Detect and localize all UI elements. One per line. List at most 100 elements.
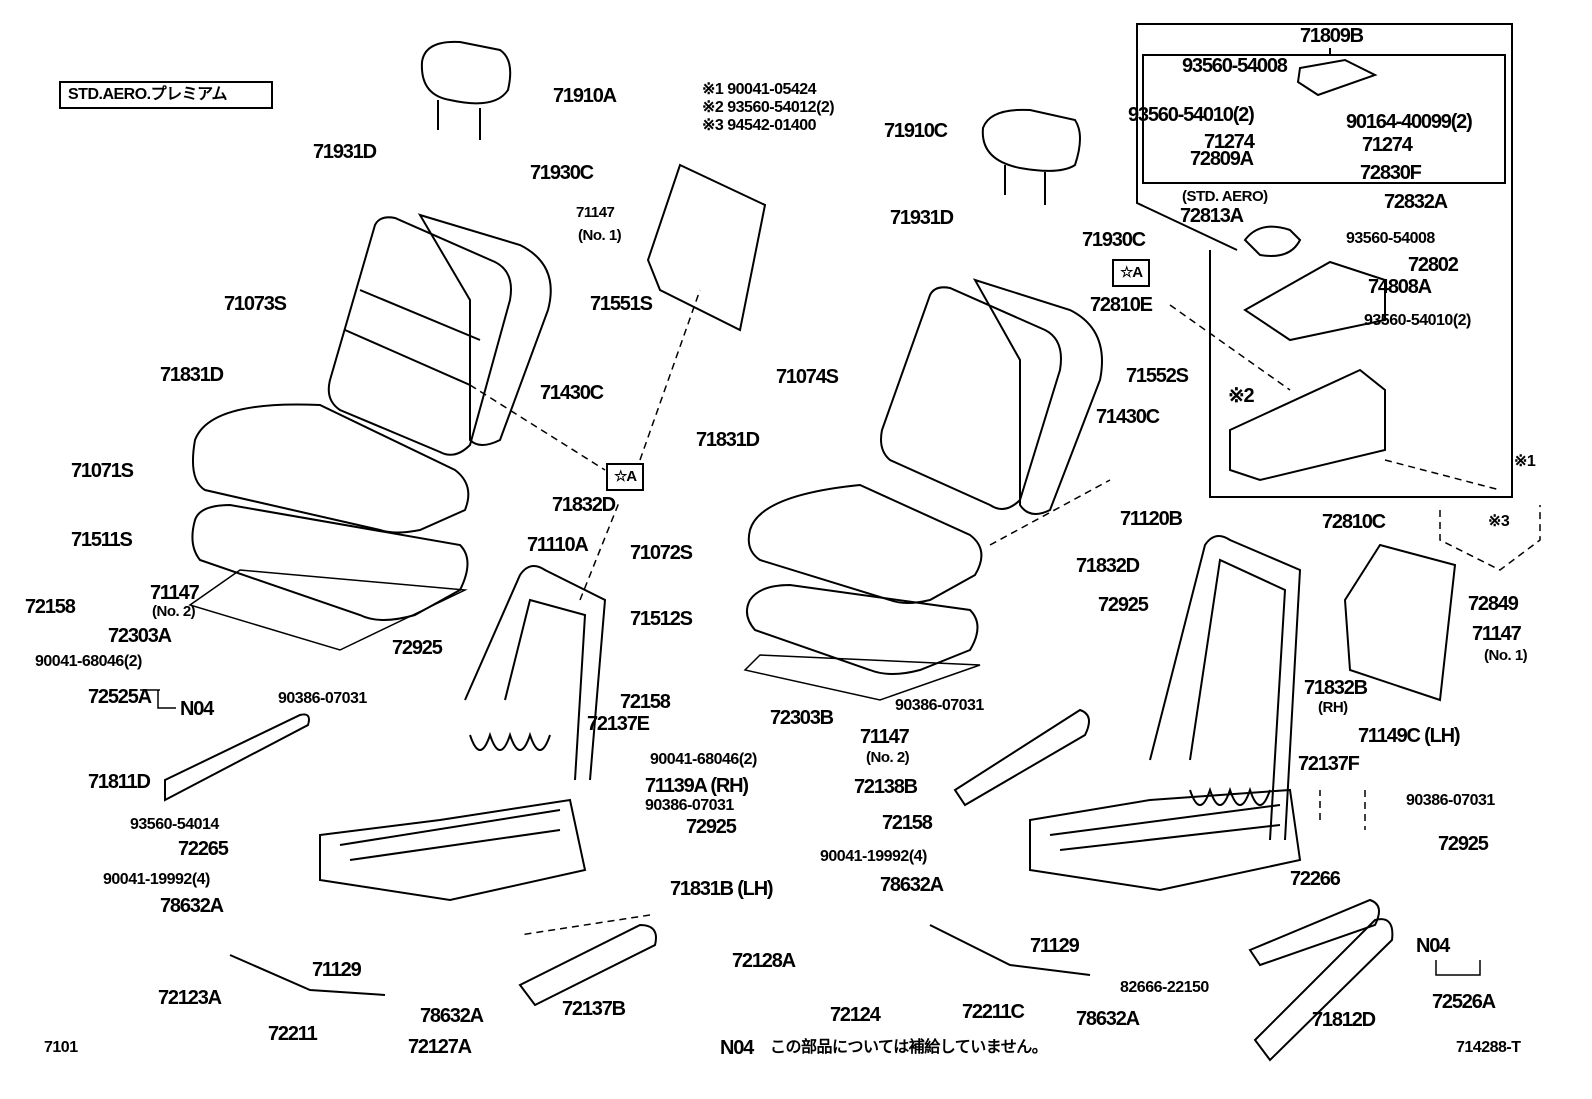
part-label[interactable]: 90386-07031	[645, 797, 734, 814]
part-label[interactable]: 78632A	[880, 874, 944, 896]
part-label[interactable]: 72849	[1468, 593, 1519, 615]
part-label[interactable]: 78632A	[160, 895, 224, 917]
part-label[interactable]: 72211C	[962, 1001, 1025, 1023]
part-label[interactable]: 93560-54008	[1182, 55, 1288, 77]
part-label[interactable]: 90041-19992(4)	[103, 871, 210, 888]
part-label[interactable]: 71073S	[224, 293, 287, 315]
part-label[interactable]: 71930C	[530, 162, 594, 184]
part-label[interactable]: N04	[180, 698, 214, 720]
part-label[interactable]: 71071S	[71, 460, 134, 482]
part-label[interactable]: 90041-68046(2)	[35, 653, 142, 670]
part-label[interactable]: 71812D	[1312, 1009, 1376, 1031]
part-label[interactable]: 71831B (LH)	[670, 878, 774, 900]
part-label[interactable]: 71551S	[590, 293, 653, 315]
part-label[interactable]: (No. 2)	[152, 603, 196, 620]
part-label[interactable]: (STD. AERO)	[1182, 188, 1268, 205]
part-label[interactable]: 71147	[576, 204, 615, 221]
part-label[interactable]: 72802	[1408, 254, 1459, 276]
part-label[interactable]: 71147	[150, 582, 200, 604]
part-label[interactable]: 72809A	[1190, 148, 1254, 170]
part-label[interactable]: 72925	[392, 637, 443, 659]
part-label[interactable]: (No. 1)	[578, 227, 622, 244]
part-label[interactable]: (No. 1)	[1484, 647, 1528, 664]
part-label[interactable]: 71147	[1472, 623, 1522, 645]
part-label[interactable]: 71832D	[1076, 555, 1140, 577]
part-label[interactable]: 71430C	[540, 382, 604, 404]
part-label[interactable]: 90041-68046(2)	[650, 751, 757, 768]
part-label[interactable]: 71832D	[552, 494, 616, 516]
part-label[interactable]: 90386-07031	[895, 697, 984, 714]
part-label[interactable]: 72158	[882, 812, 933, 834]
part-label[interactable]: 72265	[178, 838, 229, 860]
part-label[interactable]: 78632A	[420, 1005, 484, 1027]
part-label[interactable]: 71512S	[630, 608, 693, 630]
part-label[interactable]: 71910A	[553, 85, 617, 107]
part-label[interactable]: (No. 2)	[866, 749, 910, 766]
part-label[interactable]: 72526A	[1432, 991, 1496, 1013]
part-label[interactable]: 72925	[1098, 594, 1149, 616]
part-label[interactable]: 93560-54010(2)	[1364, 312, 1471, 329]
part-label[interactable]: 78632A	[1076, 1008, 1140, 1030]
part-label[interactable]: 72525A	[88, 686, 152, 708]
part-label[interactable]: 74808A	[1368, 276, 1432, 298]
part-label[interactable]: 72138B	[854, 776, 918, 798]
part-label[interactable]: 71147	[860, 726, 910, 748]
part-label[interactable]: 72925	[1438, 833, 1489, 855]
part-label[interactable]: 72124	[830, 1004, 881, 1026]
part-label[interactable]: 72810E	[1090, 294, 1153, 316]
part-label[interactable]: 93560-54014	[130, 816, 219, 833]
part-label[interactable]: 71149C (LH)	[1358, 725, 1461, 747]
part-label[interactable]: 72830F	[1360, 162, 1422, 184]
part-label[interactable]: 71831D	[696, 429, 760, 451]
part-label[interactable]: 72813A	[1180, 205, 1244, 227]
part-label[interactable]: 72266	[1290, 868, 1341, 890]
part-label[interactable]: 72810C	[1322, 511, 1386, 533]
part-label[interactable]: 71832B	[1304, 677, 1368, 699]
part-label[interactable]: 72158	[25, 596, 76, 618]
part-label[interactable]: 71139A (RH)	[645, 775, 749, 797]
part-label[interactable]: 71120B	[1120, 508, 1183, 530]
part-label[interactable]: 82666-22150	[1120, 979, 1209, 996]
part-label[interactable]: 72211	[268, 1023, 318, 1045]
part-label[interactable]: 72158	[620, 691, 671, 713]
part-label[interactable]: 71930C	[1082, 229, 1146, 251]
part-label[interactable]: 72123A	[158, 987, 222, 1009]
part-label[interactable]: 71809B	[1300, 25, 1364, 47]
part-label[interactable]: 72137F	[1298, 753, 1360, 775]
part-label[interactable]: N04	[1416, 935, 1450, 957]
part-label[interactable]: 90041-19992(4)	[820, 848, 927, 865]
part-label[interactable]: 71072S	[630, 542, 693, 564]
part-label[interactable]: 72137E	[587, 713, 650, 735]
part-label[interactable]: 71129	[1030, 935, 1080, 957]
part-label[interactable]: 93560-54010(2)	[1128, 104, 1255, 126]
part-label[interactable]: 71274	[1362, 134, 1413, 156]
part-label[interactable]: 71274	[1204, 131, 1255, 153]
part-label[interactable]: 72127A	[408, 1036, 472, 1058]
part-label[interactable]: 72128A	[732, 950, 796, 972]
part-label[interactable]: 71910C	[884, 120, 948, 142]
part-label[interactable]: 71831D	[160, 364, 224, 386]
part-label[interactable]: 71074S	[776, 366, 839, 388]
part-label[interactable]: 71430C	[1096, 406, 1160, 428]
part-label[interactable]: ☆A	[1112, 259, 1150, 287]
part-label[interactable]: ※1	[1514, 453, 1536, 470]
part-label[interactable]: ※3	[1488, 513, 1510, 530]
part-label[interactable]: 71110A	[527, 534, 589, 556]
part-label[interactable]: 71931D	[890, 207, 954, 229]
part-label[interactable]: 71129	[312, 959, 362, 981]
part-label[interactable]: 90386-07031	[278, 690, 367, 707]
part-label[interactable]: ☆A	[606, 463, 644, 491]
part-label[interactable]: 72303B	[770, 707, 834, 729]
part-label[interactable]: 71931D	[313, 141, 377, 163]
part-label[interactable]: 93560-54008	[1346, 230, 1435, 247]
part-label[interactable]: 71811D	[88, 771, 151, 793]
part-label[interactable]: 90386-07031	[1406, 792, 1495, 809]
part-label[interactable]: 72925	[686, 816, 737, 838]
part-label[interactable]: 71511S	[71, 529, 133, 551]
part-label[interactable]: 71552S	[1126, 365, 1189, 387]
part-label[interactable]: ※2	[1228, 385, 1255, 407]
part-label[interactable]: 72137B	[562, 998, 626, 1020]
part-label[interactable]: 72832A	[1384, 191, 1448, 213]
part-label[interactable]: 90164-40099(2)	[1346, 111, 1473, 133]
part-label[interactable]: 72303A	[108, 625, 172, 647]
